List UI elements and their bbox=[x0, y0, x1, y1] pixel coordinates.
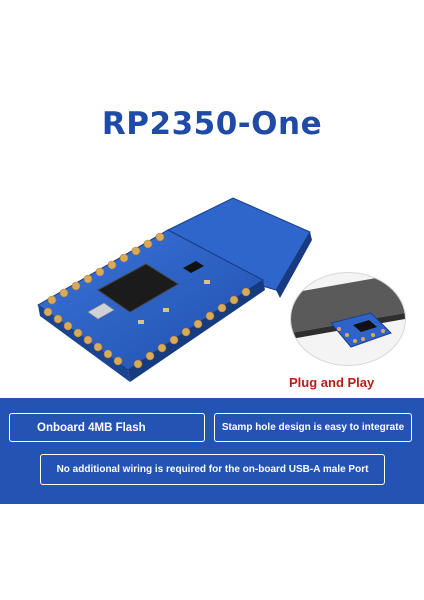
product-title: RP2350-One bbox=[101, 106, 323, 142]
feature-usb: No additional wiring is required for the… bbox=[40, 454, 385, 485]
feature-stamp-hole: Stamp hole design is easy to integrate bbox=[214, 413, 412, 442]
feature-flash: Onboard 4MB Flash bbox=[9, 413, 205, 442]
plug-and-play-caption: Plug and Play bbox=[289, 375, 375, 390]
features-band bbox=[0, 398, 424, 504]
plug-and-play-inset-image bbox=[290, 272, 406, 366]
rp2350-board-image bbox=[18, 190, 318, 400]
